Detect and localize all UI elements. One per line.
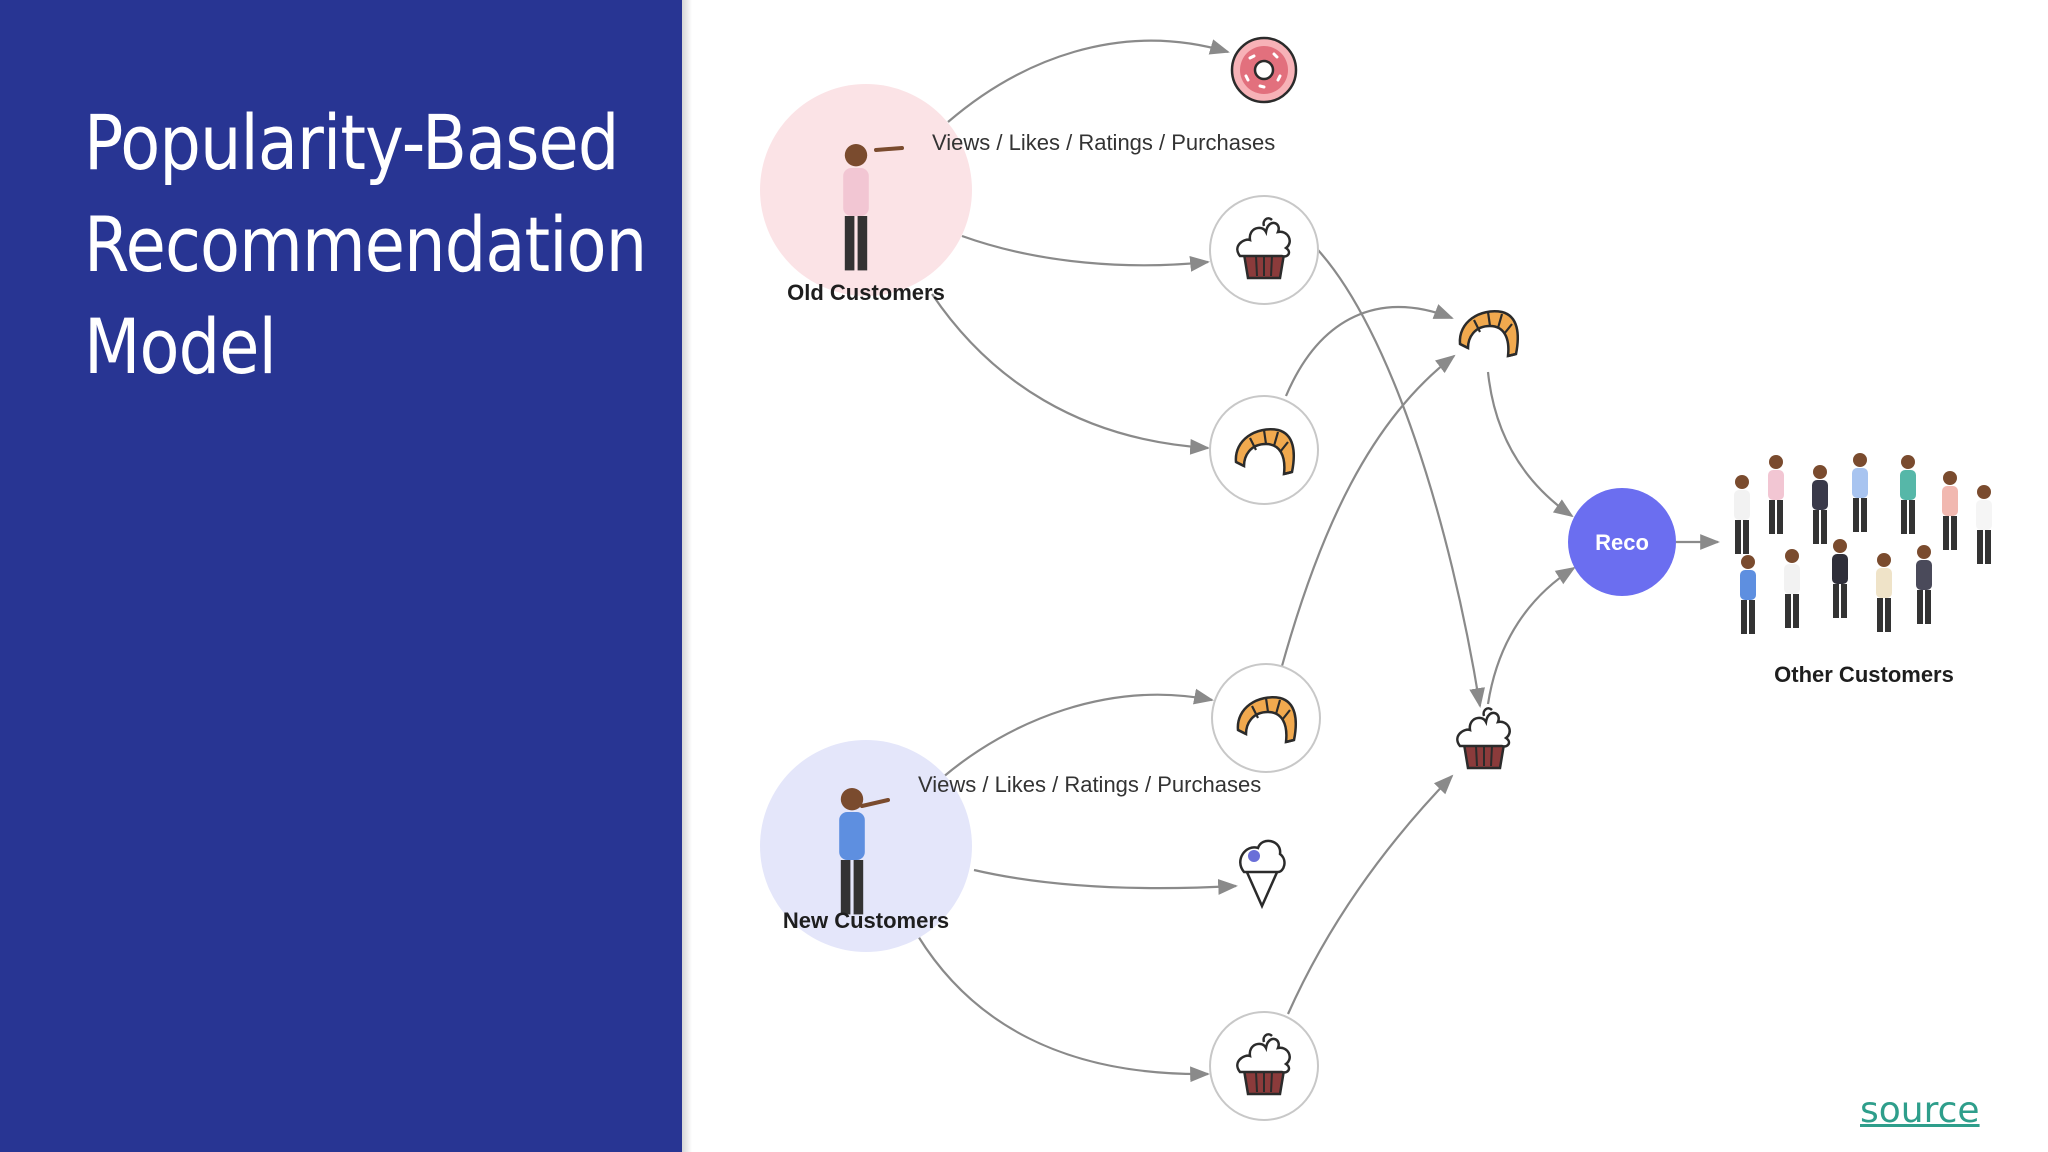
new-signals-label: Views / Likes / Ratings / Purchases (918, 772, 1261, 797)
edge-new-to-icecream (973, 868, 1238, 895)
cupcake-icon (1456, 707, 1511, 770)
donut-icon (1230, 36, 1298, 104)
new-customers-node: New Customers (760, 740, 972, 952)
title-line-2: Recommendation (84, 200, 647, 289)
edge-old-to-croissant (931, 293, 1210, 455)
edge-new-croissant-to-popular (1280, 354, 1456, 667)
edge-popular-croissant-to-reco (1486, 371, 1574, 518)
edge-new-to-croissant (941, 688, 1214, 779)
title-line-3: Model (84, 302, 277, 391)
new-customers-label: New Customers (783, 908, 949, 933)
title-line-1: Popularity-Based (84, 98, 619, 187)
edge-old-croissant-to-popular (1284, 304, 1454, 397)
item-cupcake-new (1209, 1011, 1319, 1121)
reco-node: Reco (1568, 488, 1676, 596)
item-cupcake-old (1209, 195, 1319, 305)
reco-label: Reco (1595, 530, 1649, 555)
croissant-icon (1458, 310, 1520, 358)
edge-popular-cupcake-to-reco (1486, 566, 1576, 705)
old-signals-label: Views / Likes / Ratings / Purchases (932, 130, 1275, 155)
panel-divider (682, 0, 692, 1152)
source-link[interactable]: source (1860, 1090, 1980, 1131)
edge-old-cupcake-to-popular (1317, 249, 1485, 708)
edge-new-cupcake-to-popular (1286, 774, 1454, 1015)
ice-cream-icon (1239, 839, 1286, 908)
people-crowd-icon (1734, 453, 1992, 634)
edge-new-to-cupcake (917, 935, 1210, 1083)
old-customers-label: Old Customers (787, 280, 945, 305)
item-croissant-old (1209, 395, 1319, 505)
old-customers-node: Old Customers (760, 84, 972, 305)
slide-title: Popularity-Based Recommendation Model (84, 92, 647, 398)
edge-old-to-donut (947, 39, 1230, 123)
edge-old-to-cupcake (961, 234, 1210, 272)
other-customers-label: Other Customers (1774, 662, 1954, 687)
item-croissant-new (1211, 663, 1321, 773)
title-panel: Popularity-Based Recommendation Model (0, 0, 682, 1152)
